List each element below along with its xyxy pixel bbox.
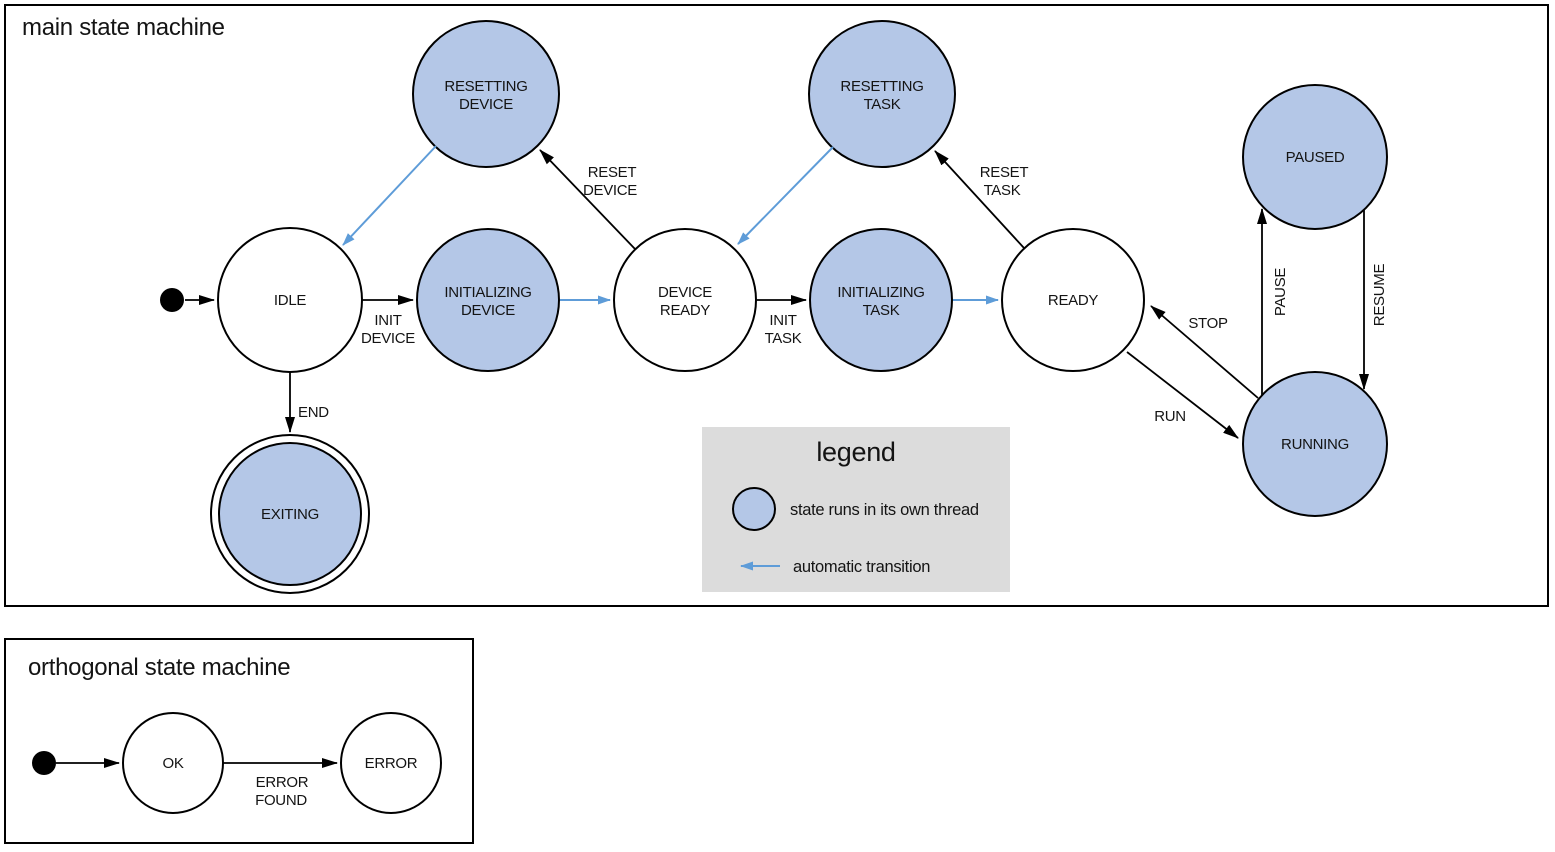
- transition-running-to-ready-stop: [1150, 305, 1259, 399]
- transition-ready-to-running-run: [1126, 351, 1239, 439]
- transition-label-stop: STOP: [1188, 315, 1228, 332]
- initial-state-dot: [32, 751, 56, 775]
- transition-label-pause: PAUSE: [1272, 268, 1289, 317]
- state-initializing-task-label: INITIALIZING: [837, 284, 924, 301]
- transition-ready-to-resetting-task: [934, 150, 1025, 249]
- state-initializing-device-label: INITIALIZING: [444, 284, 531, 301]
- state-paused: [1242, 84, 1388, 230]
- state-resetting-task-label: RESETTING: [840, 78, 923, 95]
- state-initializing-task: [809, 228, 953, 372]
- state-device-ready-label: DEVICE: [658, 284, 712, 301]
- main-machine-title: main state machine: [22, 14, 225, 41]
- legend-threaded-state-label: state runs in its own thread: [790, 501, 979, 519]
- transition-label-error-found: FOUND: [255, 792, 307, 809]
- state-paused-label: PAUSED: [1286, 149, 1345, 166]
- state-ready: [1001, 228, 1145, 372]
- auto-transition-resetting-device-to-idle: [342, 145, 437, 246]
- transition-label-resume: RESUME: [1371, 264, 1388, 327]
- state-device-ready-label: READY: [660, 302, 710, 319]
- main-state-machine: main state machine IDLE INITIALIZING DEV…: [4, 4, 1549, 607]
- state-initializing-task-label: TASK: [863, 302, 900, 319]
- state-error-label: ERROR: [365, 755, 418, 772]
- state-error: [340, 712, 442, 814]
- transition-label-init-device: INIT: [374, 312, 401, 329]
- legend-threaded-state-icon: [732, 487, 776, 531]
- state-exiting-label: EXITING: [261, 506, 319, 523]
- state-running-label: RUNNING: [1281, 436, 1349, 453]
- state-ready-label: READY: [1048, 292, 1098, 309]
- state-initializing-device-label: DEVICE: [461, 302, 515, 319]
- state-idle-label: IDLE: [274, 292, 306, 309]
- state-exiting: [218, 442, 362, 586]
- transition-label-reset-device: RESET: [588, 164, 637, 181]
- state-running: [1242, 371, 1388, 517]
- state-resetting-task-label: TASK: [864, 96, 901, 113]
- transition-label-init-task: INIT: [769, 312, 796, 329]
- transition-label-reset-task: RESET: [980, 164, 1029, 181]
- transition-label-reset-task: TASK: [984, 182, 1021, 199]
- transition-label-end: END: [298, 404, 329, 421]
- state-initializing-device: [416, 228, 560, 372]
- auto-transition-resetting-task-to-device-ready: [737, 146, 834, 245]
- transition-device-ready-to-resetting-device: [539, 149, 636, 250]
- orthogonal-state-machine: orthogonal state machine OK ERROR ERROR …: [4, 638, 474, 844]
- state-resetting-device-label: DEVICE: [459, 96, 513, 113]
- legend-auto-transition-label: automatic transition: [793, 558, 930, 576]
- transition-label-error-found: ERROR: [256, 774, 309, 791]
- legend-title: legend: [816, 437, 895, 467]
- legend: legend state runs in its own thread auto…: [702, 427, 1010, 592]
- state-ok-label: OK: [162, 755, 183, 772]
- state-resetting-task: [808, 20, 956, 168]
- transition-label-init-device: DEVICE: [361, 330, 415, 347]
- orthogonal-machine-title: orthogonal state machine: [28, 654, 290, 681]
- transition-label-init-task: TASK: [765, 330, 802, 347]
- state-device-ready: [613, 228, 757, 372]
- state-resetting-device-label: RESETTING: [444, 78, 527, 95]
- transition-label-run: RUN: [1154, 408, 1186, 425]
- state-resetting-device: [412, 20, 560, 168]
- transition-label-reset-device: DEVICE: [583, 182, 637, 199]
- initial-state-dot: [160, 288, 184, 312]
